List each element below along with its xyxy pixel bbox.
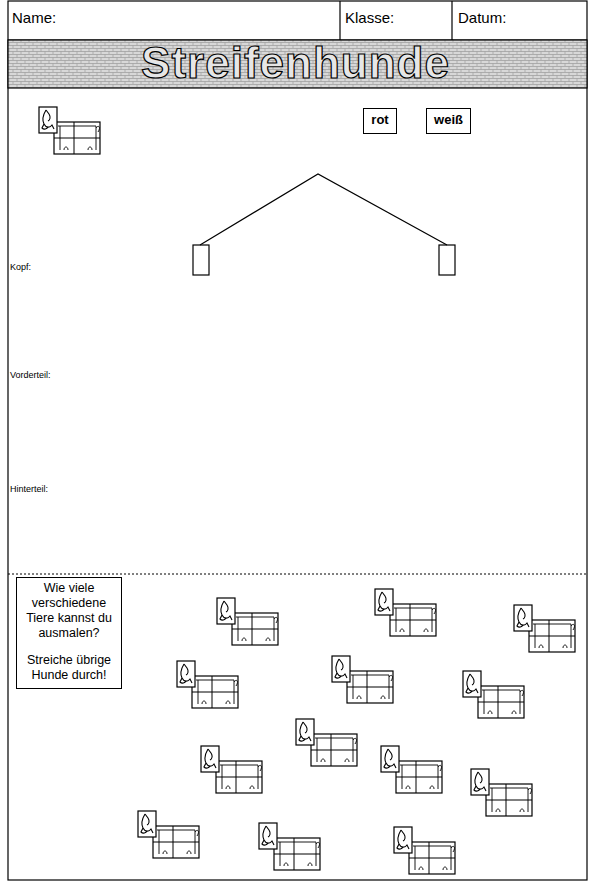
header-field: Datum:	[458, 9, 506, 26]
header-field: Klasse:	[345, 9, 394, 26]
row-label: Hinterteil:	[10, 484, 48, 494]
box-text: weiß	[433, 112, 464, 128]
color-box: weiß	[426, 108, 471, 134]
title: Streifenhunde	[0, 38, 591, 88]
box-text: Streiche übrige Hunde durch!	[22, 653, 116, 683]
box-text: rot	[370, 112, 390, 128]
instruction-box: Wie viele verschiedene Tiere kannst du a…	[16, 577, 122, 689]
box-text: Wie viele verschiedene Tiere kannst du a…	[22, 581, 116, 641]
row-label: Vorderteil:	[10, 370, 51, 380]
row-label: Kopf:	[10, 262, 31, 272]
color-box: rot	[363, 108, 397, 134]
header-field: Name:	[12, 9, 56, 26]
